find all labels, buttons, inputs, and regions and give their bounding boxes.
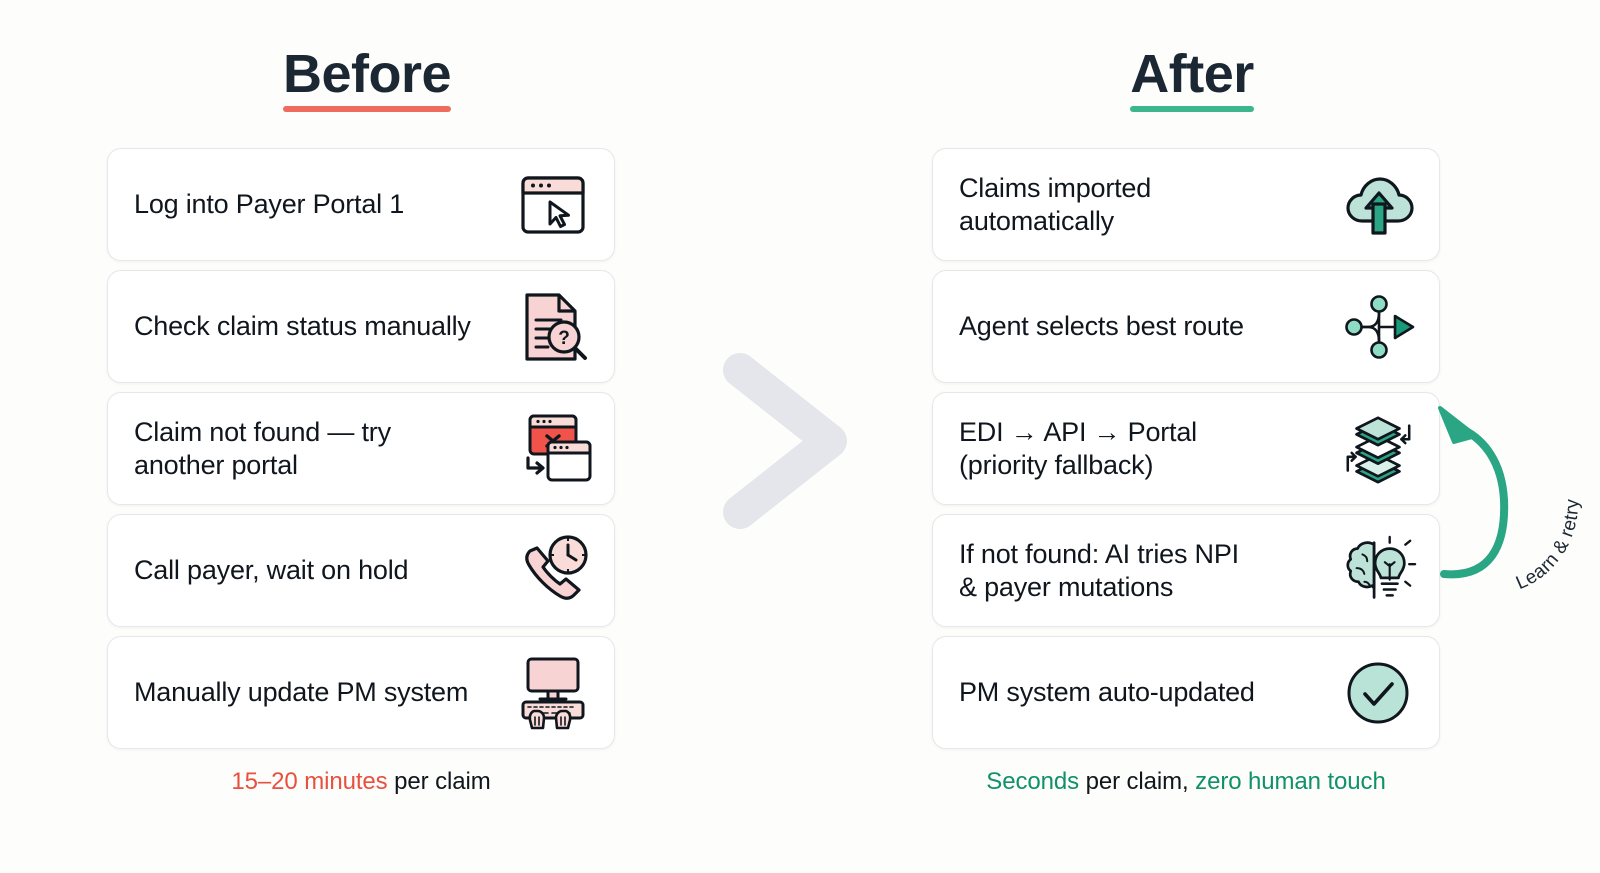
after-heading: After	[1130, 46, 1254, 112]
before-heading-text: Before	[282, 44, 452, 104]
after-heading-underline	[1130, 105, 1254, 112]
after-heading-text: After	[1130, 44, 1254, 104]
after-card-2-label: Agent selects best route	[959, 311, 1244, 342]
before-footer-rest: per claim	[387, 768, 491, 795]
before-heading-wrap: Before	[107, 46, 627, 112]
before-footer: 15–20 minutes per claim	[107, 768, 615, 796]
before-card-1-label: Log into Payer Portal 1	[134, 189, 405, 220]
after-card-list: Claims imported automatically Agent sele…	[932, 148, 1440, 749]
after-footer-accent-2: zero human touch	[1195, 768, 1386, 795]
after-card-4-label: If not found: AI tries NPI & payer mutat…	[959, 538, 1239, 602]
curved-retry-arrow-shaft	[1440, 426, 1509, 579]
after-card-4[interactable]: If not found: AI tries NPI & payer mutat…	[932, 514, 1440, 627]
browser-window-cursor-icon	[514, 166, 592, 244]
after-card-3[interactable]: EDI → API → Portal (priority fallback)	[932, 392, 1440, 505]
before-card-5[interactable]: Manually update PM system	[107, 636, 615, 749]
after-card-5[interactable]: PM system auto-updated	[932, 636, 1440, 749]
stacked-layers-retry-icon	[1339, 410, 1417, 488]
after-card-5-label: PM system auto-updated	[959, 677, 1255, 708]
after-heading-wrap: After	[932, 46, 1452, 112]
document-search-question-icon: ?	[514, 288, 592, 366]
check-circle-icon	[1339, 654, 1417, 732]
curved-retry-arrow-head	[1438, 406, 1478, 444]
svg-text:?: ?	[558, 328, 570, 349]
after-card-2[interactable]: Agent selects best route	[932, 270, 1440, 383]
before-heading-underline	[282, 105, 452, 112]
before-column: Before Log into Payer Portal 1	[107, 0, 627, 873]
cloud-upload-icon	[1339, 166, 1417, 244]
after-column: After Claims imported automatically	[932, 0, 1452, 873]
before-card-2[interactable]: Check claim status manually ?	[107, 270, 615, 383]
before-card-4-label: Call payer, wait on hold	[134, 555, 409, 586]
route-nodes-arrow-icon	[1339, 288, 1417, 366]
monitor-keyboard-hands-icon	[514, 654, 592, 732]
learn-and-retry-loop: Learn & retry	[1434, 396, 1600, 611]
after-card-3-label: EDI → API → Portal (priority fallback)	[959, 416, 1197, 480]
before-card-3[interactable]: Claim not found — try another portal	[107, 392, 615, 505]
before-card-4[interactable]: Call payer, wait on hold	[107, 514, 615, 627]
before-card-3-label: Claim not found — try another portal	[134, 416, 391, 480]
after-footer-middle: per claim,	[1079, 768, 1196, 795]
brain-lightbulb-icon	[1339, 532, 1417, 610]
before-footer-accent: 15–20 minutes	[231, 768, 388, 795]
after-footer: Seconds per claim, zero human touch	[932, 768, 1440, 796]
before-card-list: Log into Payer Portal 1 Check claim stat…	[107, 148, 615, 749]
learn-retry-label: Learn & retry	[1513, 498, 1583, 594]
failed-window-retry-icon	[514, 410, 592, 488]
after-footer-accent-1: Seconds	[986, 768, 1079, 795]
before-card-2-label: Check claim status manually	[134, 311, 471, 342]
before-heading: Before	[282, 44, 452, 112]
before-card-5-label: Manually update PM system	[134, 677, 469, 708]
after-card-1-label: Claims imported automatically	[959, 172, 1152, 236]
before-card-1[interactable]: Log into Payer Portal 1	[107, 148, 615, 261]
chevron-right-icon	[718, 352, 858, 530]
after-card-1[interactable]: Claims imported automatically	[932, 148, 1440, 261]
phone-clock-hold-icon	[514, 532, 592, 610]
